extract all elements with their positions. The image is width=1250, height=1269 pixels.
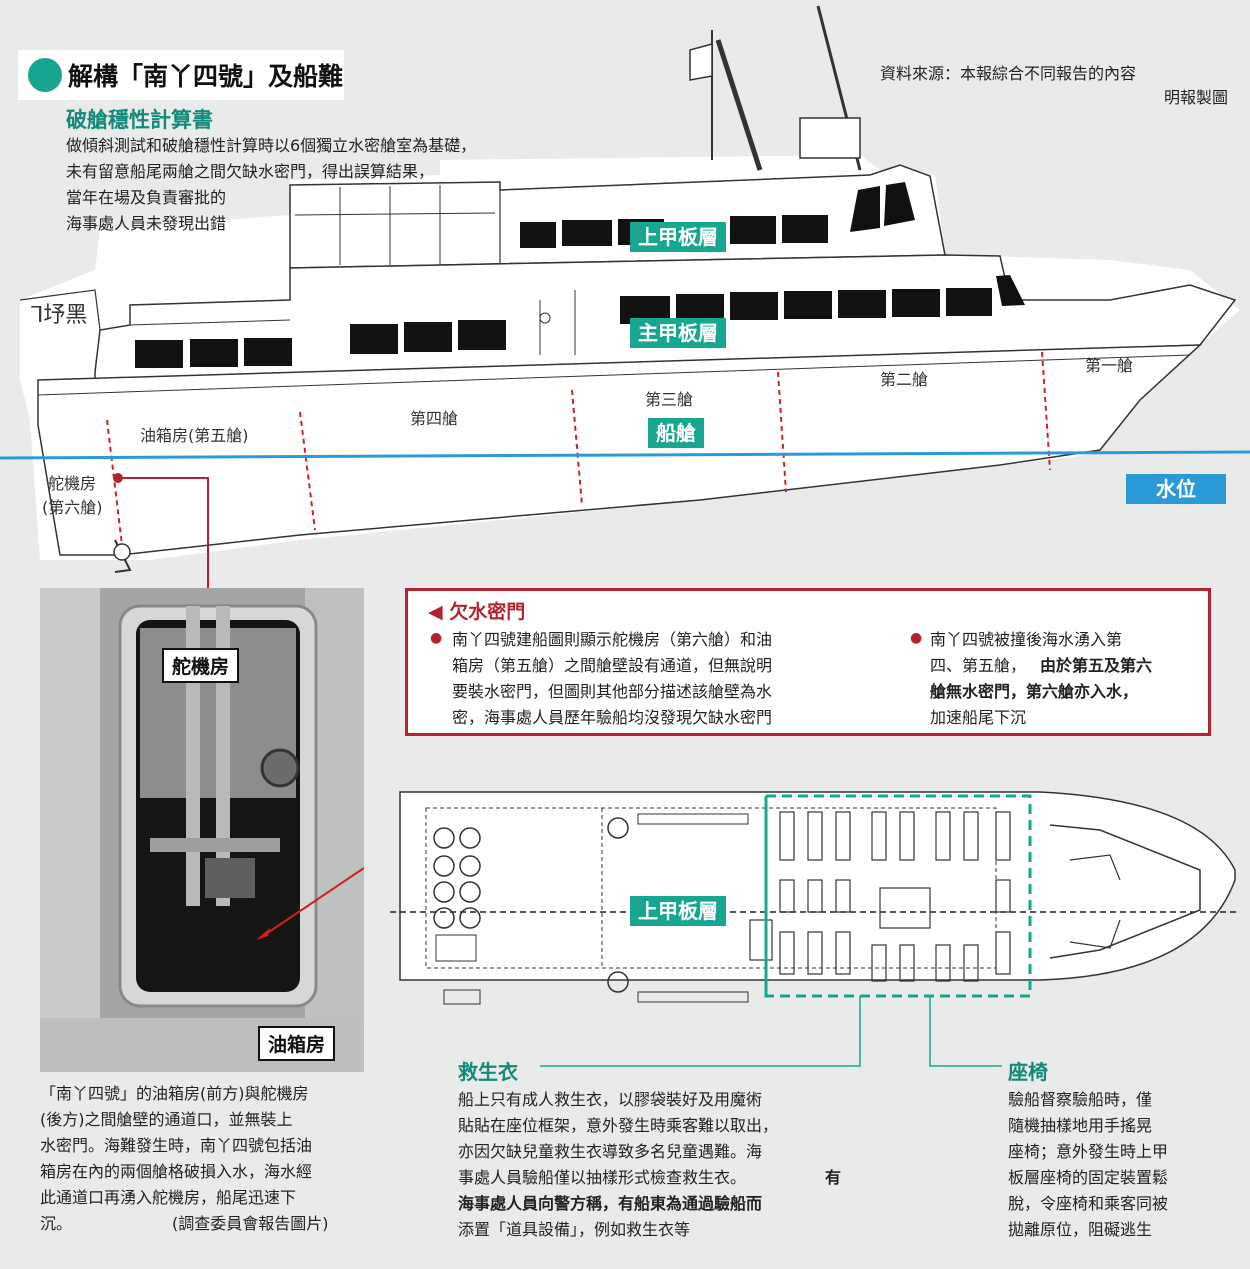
caption-line: (後方)之間艙壁的通道口，並無裝上 bbox=[40, 1110, 293, 1129]
compartment-label-3: 第三艙 bbox=[645, 390, 694, 409]
seat-line: 板層座椅的固定裝置鬆 bbox=[1008, 1168, 1169, 1187]
photo-credit: (調查委員會報告圖片) bbox=[172, 1214, 329, 1233]
life-rafts bbox=[433, 817, 629, 993]
caption-line: 水密門。海難發生時，南丫四號包括油 bbox=[40, 1136, 313, 1155]
seat-line: 座椅；意外發生時上甲 bbox=[1008, 1142, 1169, 1161]
lifejacket-line: 事處人員驗船僅以抽樣形式檢查救生衣。 bbox=[458, 1168, 747, 1187]
flag bbox=[689, 43, 713, 81]
photo-label-fuel-room: 油箱房 bbox=[258, 1026, 336, 1061]
gap-right-line: 加速船尾下沉 bbox=[930, 708, 1027, 727]
upper-deck-tag: 上甲板層 bbox=[630, 222, 726, 252]
bullet-icon: ● bbox=[430, 630, 443, 646]
lifejacket-title: 救生衣 bbox=[458, 1060, 518, 1084]
compartment-label-4: 第四艙 bbox=[410, 409, 459, 428]
seat-title: 座椅 bbox=[1008, 1060, 1048, 1084]
water-line bbox=[0, 450, 1250, 460]
lifejacket-line: 添置「道具設備」，例如救生衣等 bbox=[458, 1220, 691, 1239]
credit-note: 明報製圖 bbox=[1163, 88, 1228, 107]
seat-line: 脫，令座椅和乘客同被 bbox=[1008, 1194, 1169, 1213]
svg-text:ᒣ㘧黑: ᒣ㘧黑 bbox=[30, 303, 87, 328]
gap-left-line: 密，海事處人員歷年驗船均沒發現欠缺水密門 bbox=[452, 708, 773, 727]
upper-deck-plan bbox=[390, 791, 1240, 1067]
compartment-label-5: 油箱房(第五艙) bbox=[140, 426, 249, 445]
ship-side-view: ᒣ㘧黑 bbox=[0, 5, 1250, 590]
compartment-label-6: 舵機房 bbox=[48, 474, 97, 493]
lifejacket-line: 貼貼在座位框架，意外發生時乘客難以取出， bbox=[458, 1116, 779, 1135]
compartment-label-6-sub: (第六艙) bbox=[42, 498, 103, 517]
main-deck-tag: 主甲板層 bbox=[630, 318, 726, 348]
photo-label-steering-room: 舵機房 bbox=[162, 648, 240, 683]
calc-text-line: 當年在場及負責審批的 bbox=[66, 188, 227, 207]
caption-line: 沉。 bbox=[40, 1214, 73, 1233]
lifejacket-connector bbox=[540, 996, 861, 1067]
deck-plan-upper-tag: 上甲板層 bbox=[630, 896, 726, 926]
propeller bbox=[113, 543, 131, 561]
title-bullet-icon bbox=[28, 58, 62, 92]
lifejacket-line-bold: 海事處人員向警方稱，有船東為通過驗船而 bbox=[458, 1194, 763, 1213]
lifejacket-line: 亦因欠缺兒童救生衣導致多名兒童遇難。海 bbox=[458, 1142, 763, 1161]
gap-left-line: 南丫四號建船圖則顯示舵機房（第六艙）和油 bbox=[452, 630, 773, 649]
mast bbox=[715, 39, 763, 171]
gap-right-line-bold: 艙無水密門，第六艙亦入水， bbox=[930, 682, 1139, 701]
missing-door-title: ◀ 欠水密門 bbox=[428, 601, 526, 623]
upper-deck-outline bbox=[289, 164, 946, 269]
hold-tag: 船艙 bbox=[648, 418, 704, 448]
bulkheads bbox=[106, 351, 1051, 546]
missing-door-box bbox=[405, 588, 1211, 736]
seat-connector bbox=[929, 996, 1002, 1067]
source-note: 資料來源：本報綜合不同報告的內容 bbox=[880, 64, 1137, 83]
seat-line: 隨機抽樣地用手搖晃 bbox=[1008, 1116, 1153, 1135]
calc-text-line: 未有留意船尾兩艙之間欠缺水密門，得出誤算結果， bbox=[66, 162, 435, 181]
photo-connector bbox=[118, 477, 209, 590]
compartment-label-1: 第一艙 bbox=[1085, 356, 1134, 375]
upper-deck-windows bbox=[520, 182, 915, 248]
gap-right-line-bold: 由於第五及第六 bbox=[1040, 656, 1153, 675]
caption-line: 「南丫四號」的油箱房(前方)與舵機房 bbox=[40, 1084, 309, 1103]
seat-line: 拋離原位，阻礙逃生 bbox=[1008, 1220, 1153, 1239]
gap-right-line: 四、第五艙， bbox=[930, 656, 1027, 675]
hull-outline bbox=[37, 344, 1202, 556]
compartment-label-2: 第二艙 bbox=[880, 370, 929, 389]
seating-area-highlight bbox=[764, 794, 1032, 998]
gap-left-line: 箱房（第五艙）之間艙壁設有通道，但無說明 bbox=[452, 656, 773, 675]
main-deck-windows bbox=[135, 275, 1025, 368]
calc-text-line: 做傾斜測試和破艙穩性計算時以6個獨立水密艙室為基礎， bbox=[66, 136, 477, 155]
calc-text-line: 海事處人員未發現出錯 bbox=[66, 214, 227, 233]
seat-rows bbox=[749, 811, 1011, 982]
water-level-tag: 水位 bbox=[1126, 474, 1226, 504]
page-title: 解構「南丫四號」及船難 bbox=[68, 62, 344, 91]
gap-left-line: 要裝水密門，但圖則其他部分描述該艙壁為水 bbox=[452, 682, 773, 701]
lifejacket-line: 船上只有成人救生衣，以膠袋裝好及用魔術 bbox=[458, 1090, 763, 1109]
deck-plan-outline bbox=[399, 791, 1236, 981]
bullet-icon: ● bbox=[910, 630, 923, 646]
gap-right-line: 南丫四號被撞後海水湧入第 bbox=[930, 630, 1123, 649]
caption-line: 此通道口再湧入舵機房，船尾迅速下 bbox=[40, 1188, 297, 1207]
seat-line: 驗船督察驗船時，僅 bbox=[1008, 1090, 1153, 1109]
calc-section-title: 破艙穩性計算書 bbox=[66, 108, 213, 132]
lifejacket-line-bold: 有 bbox=[825, 1168, 842, 1187]
title-box bbox=[18, 50, 344, 100]
radar-mount bbox=[799, 117, 861, 159]
caption-line: 箱房在內的兩個艙格破損入水，海水經 bbox=[40, 1162, 313, 1181]
